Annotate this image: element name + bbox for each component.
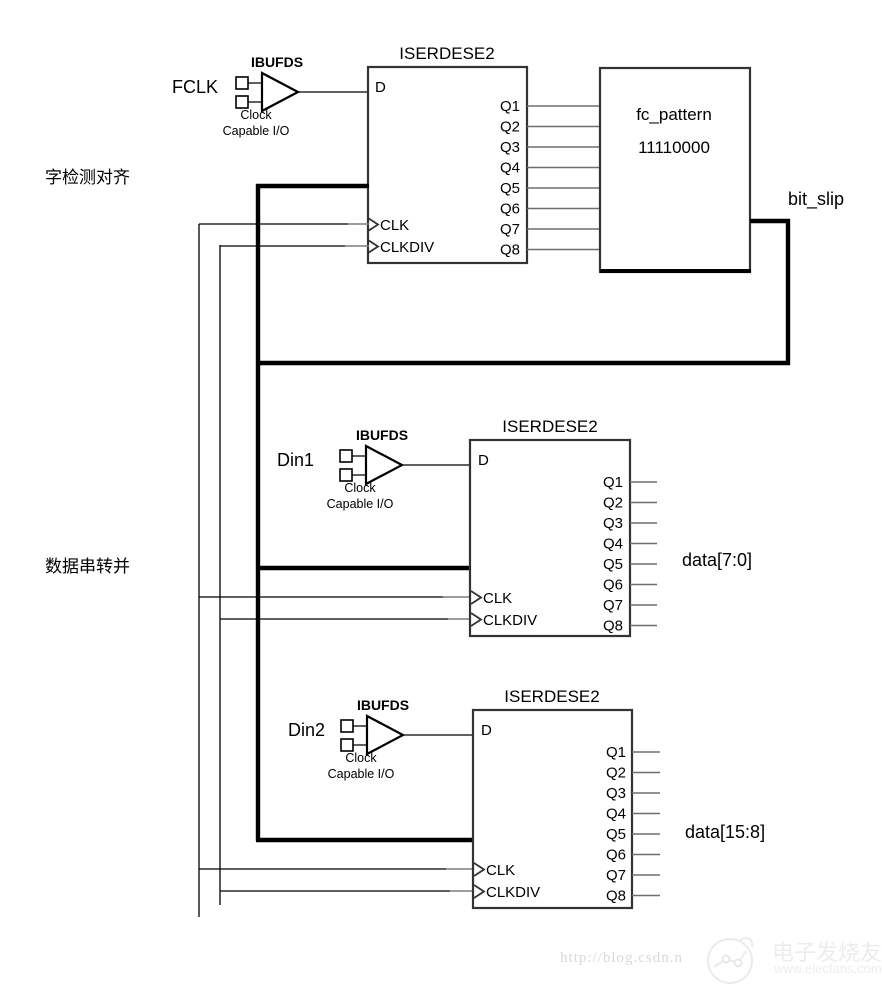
block-iserdese2-fclk[interactable]: ISERDESE2 D CLK CLKDIV Q1 Q2 Q3 Q4 Q5 Q6… xyxy=(366,44,600,265)
pin-label-clkdiv-din1: CLKDIV xyxy=(483,612,537,629)
pin-label-q5-din1: Q5 xyxy=(603,556,623,573)
ibufds-sub1-din1: Clock xyxy=(344,481,376,495)
watermark-brand-cn: 电子发烧友 xyxy=(772,941,882,966)
ibufds-din2-group: Din2 IBUFDS Clock Capable I/O xyxy=(288,697,473,781)
pin-label-q2-din1: Q2 xyxy=(603,495,623,512)
pin-label-d-din2: D xyxy=(481,722,492,739)
pin-label-q7-fclk: Q7 xyxy=(500,221,520,238)
block-body-iserdese2-fclk[interactable] xyxy=(366,65,529,265)
pin-label-q2-din2: Q2 xyxy=(606,765,626,782)
clk-arrow-icon-fclk xyxy=(367,217,380,232)
clkdiv-arrow-icon-din1 xyxy=(470,612,483,627)
ibufds-fclk-group: FCLK IBUFDS Clock Capable I/O xyxy=(172,54,368,138)
pin-label-q7-din2: Q7 xyxy=(606,867,626,884)
pin-label-q4-fclk: Q4 xyxy=(500,160,520,177)
pin-label-d-din1: D xyxy=(478,452,489,469)
ibufds-triangle-din1 xyxy=(364,444,405,486)
watermark-brand-site: www.elecfans.com xyxy=(774,961,882,976)
ibufds-pad-n-din1 xyxy=(339,468,353,482)
pin-label-clkdiv-din2: CLKDIV xyxy=(486,884,540,901)
block-iserdese2-din2[interactable]: ISERDESE2 D CLK CLKDIV Q1 Q2 Q3 Q4 Q5 Q6… xyxy=(471,687,660,910)
block-body-fc-pattern[interactable] xyxy=(598,66,752,274)
ibufds-sub1-din2: Clock xyxy=(345,751,377,765)
block-body-iserdese2-din1[interactable] xyxy=(468,438,632,638)
wire-bit-slip: bit_slip xyxy=(258,189,844,366)
pin-label-q3-fclk: Q3 xyxy=(500,139,520,156)
pin-label-q6-din2: Q6 xyxy=(606,847,626,864)
pin-label-q3-din2: Q3 xyxy=(606,785,626,802)
ibufds-pad-p-fclk xyxy=(235,76,249,90)
ibufds-sub2-fclk: Capable I/O xyxy=(223,124,290,138)
pin-label-q2-fclk: Q2 xyxy=(500,119,520,136)
signal-label-fclk: FCLK xyxy=(172,77,218,97)
bus-thick-vertical xyxy=(255,183,474,843)
signal-label-data-15-8: data[15:8] xyxy=(685,822,765,842)
signal-label-data-7-0: data[7:0] xyxy=(682,550,752,570)
pin-label-q1-din2: Q1 xyxy=(606,744,626,761)
pin-label-q8-din1: Q8 xyxy=(603,618,623,635)
watermark-url: http://blog.csdn.n xyxy=(560,950,683,966)
ibufds-pad-wires-din1 xyxy=(352,455,367,476)
ibufds-triangle-din2 xyxy=(365,714,406,756)
section-label-word-align: 字检测对齐 xyxy=(45,168,130,188)
clk-arrow-icon-din2 xyxy=(473,862,486,877)
block-title-iserdese2-din1: ISERDESE2 xyxy=(502,417,597,436)
block-fc-pattern[interactable]: fc_pattern 11110000 xyxy=(598,66,752,274)
signal-label-din1: Din1 xyxy=(277,450,314,470)
fc-pattern-value: 11110000 xyxy=(638,138,710,157)
clk-arrow-icon-din1 xyxy=(470,590,483,605)
ibufds-din1-group: Din1 IBUFDS Clock Capable I/O xyxy=(277,427,470,511)
ibufds-pad-p-din1 xyxy=(339,449,353,463)
ibufds-label-din1: IBUFDS xyxy=(356,427,408,443)
block-body-iserdese2-din2[interactable] xyxy=(471,708,634,910)
pin-label-q5-din2: Q5 xyxy=(606,826,626,843)
ibufds-pad-n-fclk xyxy=(235,95,249,109)
bus-q-out-din2 xyxy=(632,751,660,897)
ibufds-pad-n-din2 xyxy=(340,738,354,752)
watermark-logo: 电子发烧友 www.elecfans.com xyxy=(700,933,882,989)
pin-label-q6-din1: Q6 xyxy=(603,577,623,594)
pin-label-q1-fclk: Q1 xyxy=(500,98,520,115)
bus-q-to-fc-pattern xyxy=(527,105,600,251)
block-iserdese2-din1[interactable]: ISERDESE2 D CLK CLKDIV Q1 Q2 Q3 Q4 Q5 Q6… xyxy=(468,417,657,638)
ibufds-label-din2: IBUFDS xyxy=(357,697,409,713)
ibufds-pad-p-din2 xyxy=(340,719,354,733)
pin-label-q4-din2: Q4 xyxy=(606,806,626,823)
bus-q-out-din1 xyxy=(630,481,657,627)
pin-label-q8-fclk: Q8 xyxy=(500,242,520,259)
clkdiv-arrow-icon-din2 xyxy=(473,884,486,899)
pin-label-clk-din1: CLK xyxy=(483,590,512,607)
pin-label-clkdiv-fclk: CLKDIV xyxy=(380,239,434,256)
pin-label-q4-din1: Q4 xyxy=(603,536,623,553)
ibufds-pad-wires-fclk xyxy=(248,82,263,103)
pin-label-q6-fclk: Q6 xyxy=(500,201,520,218)
bit-slip-path xyxy=(258,218,791,366)
pin-label-clk-fclk: CLK xyxy=(380,217,409,234)
ibufds-sub1-fclk: Clock xyxy=(240,108,272,122)
fc-pattern-name: fc_pattern xyxy=(636,105,712,124)
ibufds-pad-wires-din2 xyxy=(353,725,368,746)
pin-label-clk-din2: CLK xyxy=(486,862,515,879)
ibufds-label-fclk: IBUFDS xyxy=(251,54,303,70)
pin-label-q1-din1: Q1 xyxy=(603,474,623,491)
clkdiv-arrow-icon-fclk xyxy=(367,239,380,254)
section-label-serial-parallel: 数据串转并 xyxy=(45,557,130,577)
pin-label-q5-fclk: Q5 xyxy=(500,180,520,197)
clock-distribution-rails xyxy=(198,223,474,917)
ibufds-triangle-fclk xyxy=(260,71,301,113)
ibufds-sub2-din1: Capable I/O xyxy=(327,497,394,511)
signal-label-bit-slip: bit_slip xyxy=(788,189,844,210)
pin-label-q3-din1: Q3 xyxy=(603,515,623,532)
pin-label-d-fclk: D xyxy=(375,79,386,96)
signal-label-din2: Din2 xyxy=(288,720,325,740)
watermark-chip-icon xyxy=(707,937,754,984)
ibufds-sub2-din2: Capable I/O xyxy=(328,767,395,781)
pin-label-q8-din2: Q8 xyxy=(606,888,626,905)
block-title-iserdese2-fclk: ISERDESE2 xyxy=(399,44,494,63)
block-title-iserdese2-din2: ISERDESE2 xyxy=(504,687,599,706)
pin-label-q7-din1: Q7 xyxy=(603,597,623,614)
